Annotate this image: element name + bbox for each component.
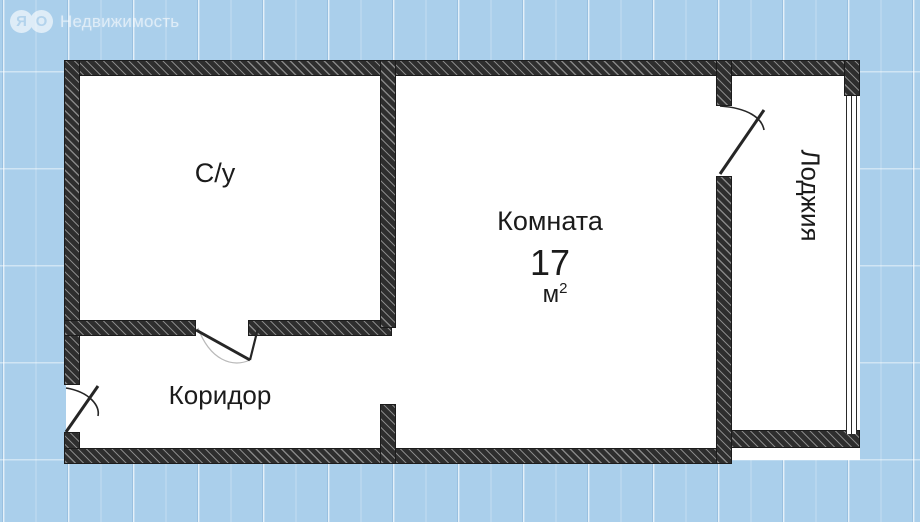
loggia-fill — [718, 62, 860, 460]
room-fill — [380, 62, 730, 460]
interior-wall-loggia-upper — [716, 60, 732, 106]
bathroom-door — [180, 316, 310, 386]
interior-wall-room-left-upper — [380, 60, 396, 328]
interior-wall-bathroom-bottom-right — [248, 320, 392, 336]
room-label-loggia: Лоджия — [795, 149, 826, 242]
bathroom-fill — [66, 62, 392, 328]
room-area-unit-text: м — [542, 281, 560, 308]
exterior-wall-left-upper — [64, 60, 80, 385]
entrance-door — [0, 370, 120, 460]
exterior-wall-bottom — [64, 448, 730, 464]
loggia-wall-right-top-stub — [844, 60, 860, 96]
room-area-unit: м2 — [480, 278, 630, 308]
room-area-exponent: 2 — [559, 280, 568, 297]
loggia-door — [700, 96, 790, 192]
room-area: 17 м2 — [470, 242, 630, 308]
interior-wall-room-left-lower — [380, 404, 396, 464]
room-label-bathroom: С/у — [194, 158, 236, 188]
exterior-wall-top — [64, 60, 860, 76]
room-label-room: Комната — [497, 206, 603, 236]
interior-wall-loggia-lower — [716, 176, 732, 464]
interior-wall-bathroom-bottom-left — [64, 320, 196, 336]
corridor-fill — [66, 312, 392, 460]
room-label-corridor: Коридор — [168, 380, 272, 410]
loggia-glazing — [846, 96, 857, 434]
loggia-wall-bottom — [730, 430, 860, 448]
room-area-value: 17 — [529, 242, 571, 283]
